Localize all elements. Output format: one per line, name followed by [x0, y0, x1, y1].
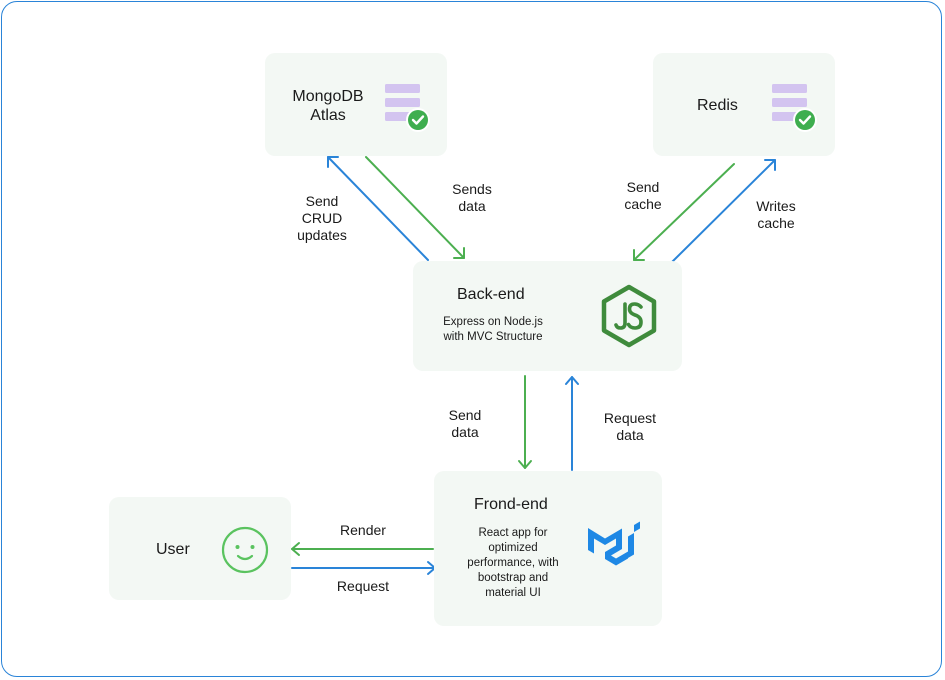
edge-label-request-data: Request data — [603, 410, 657, 443]
edge-label-writes-cache: Writes cache — [756, 198, 796, 231]
database-check-icon — [772, 84, 817, 132]
edge-label-send-crud-updates: Send CRUD updates — [297, 193, 347, 243]
nodejs-logo-icon — [601, 284, 657, 348]
backend-description: Express on Node.js with MVC Structure — [443, 316, 543, 343]
backend-title: Back-end — [457, 286, 525, 303]
arrow-sends-data — [365, 156, 465, 259]
edge-label-sends-data: Sends data — [452, 181, 492, 214]
database-check-icon — [385, 84, 430, 132]
frontend-node[interactable] — [434, 471, 662, 626]
arrow-request-data — [565, 376, 579, 471]
arrow-render — [291, 542, 434, 556]
edge-label-send-data: Send data — [448, 407, 482, 440]
edge-label-request: Request — [336, 578, 390, 594]
user-title: User — [156, 541, 190, 558]
edge-label-render: Render — [340, 522, 386, 538]
frontend-description: React app for optimized performance, wit… — [467, 527, 559, 599]
arrow-request — [291, 561, 436, 575]
arrow-send-cache — [633, 163, 735, 261]
arrow-send-crud-updates — [327, 156, 429, 261]
mui-logo-icon — [588, 521, 640, 566]
smiley-face-icon — [221, 526, 269, 574]
arrow-writes-cache — [671, 159, 776, 263]
edge-label-send-cache: Send cache — [624, 179, 662, 212]
user-node[interactable] — [109, 497, 291, 600]
frontend-title: Frond-end — [474, 496, 548, 513]
arrow-send-data — [518, 375, 532, 469]
redis-title: Redis — [697, 97, 738, 114]
mongodb-title: MongoDB Atlas — [292, 88, 364, 124]
